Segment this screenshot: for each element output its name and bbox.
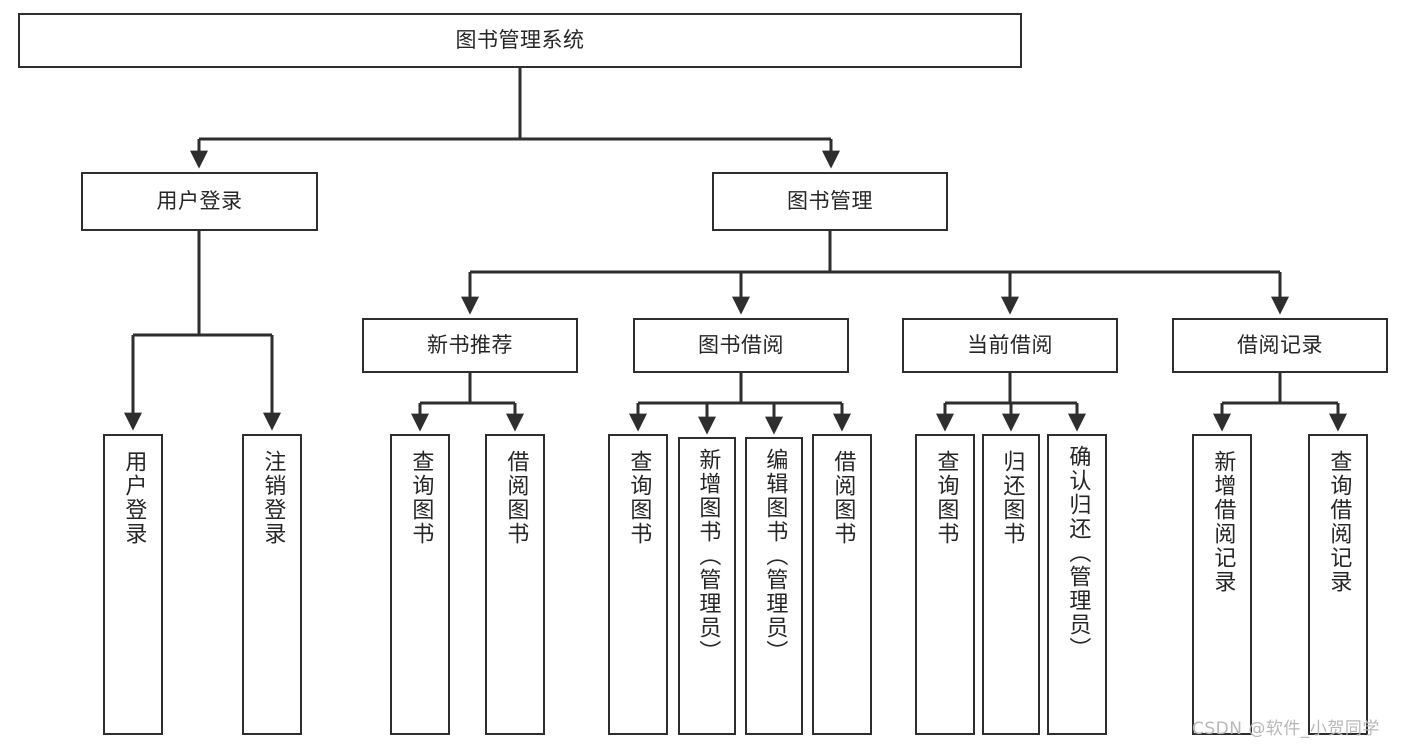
node-user-login[interactable]: 用户登录 [81, 172, 318, 231]
leaf-add-borrow-record[interactable]: 新增借阅记录 [1192, 434, 1252, 735]
node-borrow-record-label: 借阅记录 [1237, 333, 1323, 358]
node-new-book-recommend-label: 新书推荐 [427, 333, 513, 358]
node-user-login-label: 用户登录 [156, 189, 243, 214]
leaf-query-borrow-record[interactable]: 查询借阅记录 [1308, 434, 1368, 735]
csdn-watermark: CSDN @软件_小贺同学 [1192, 719, 1380, 739]
leaf-add-book-admin-label: 新增图书（管理员） [695, 448, 721, 664]
node-root[interactable]: 图书管理系统 [18, 13, 1022, 68]
leaf-borrow-book-recommend-label: 借阅图书 [503, 450, 529, 546]
leaf-query-book-recommend[interactable]: 查询图书 [390, 434, 450, 735]
leaf-edit-book-admin[interactable]: 编辑图书（管理员） [745, 437, 803, 735]
leaf-user-login-label: 用户登录 [121, 450, 147, 546]
leaf-add-book-admin[interactable]: 新增图书（管理员） [678, 437, 736, 735]
node-current-borrow-label: 当前借阅 [967, 333, 1053, 358]
leaf-edit-book-admin-label: 编辑图书（管理员） [762, 448, 788, 664]
leaf-confirm-return-admin[interactable]: 确认归还（管理员） [1047, 434, 1107, 735]
leaf-add-borrow-record-label: 新增借阅记录 [1210, 450, 1236, 594]
leaf-return-book-label: 归还图书 [999, 450, 1025, 546]
node-book-borrow-label: 图书借阅 [698, 333, 784, 358]
leaf-borrow-book-label: 借阅图书 [830, 450, 856, 546]
node-root-label: 图书管理系统 [455, 28, 585, 53]
node-new-book-recommend[interactable]: 新书推荐 [362, 318, 578, 373]
leaf-query-book-current[interactable]: 查询图书 [915, 434, 975, 735]
node-book-management-label: 图书管理 [787, 189, 873, 214]
leaf-borrow-book-recommend[interactable]: 借阅图书 [485, 434, 545, 735]
node-borrow-record[interactable]: 借阅记录 [1172, 318, 1388, 373]
node-book-borrow[interactable]: 图书借阅 [633, 318, 849, 373]
leaf-logout[interactable]: 注销登录 [242, 434, 302, 735]
leaf-query-book-borrow[interactable]: 查询图书 [608, 434, 668, 735]
leaf-query-book-borrow-label: 查询图书 [626, 450, 652, 546]
leaf-return-book[interactable]: 归还图书 [982, 434, 1040, 735]
leaf-user-login[interactable]: 用户登录 [103, 434, 163, 735]
leaf-logout-label: 注销登录 [260, 450, 286, 546]
leaf-confirm-return-admin-label: 确认归还（管理员） [1065, 445, 1091, 661]
leaf-query-borrow-record-label: 查询借阅记录 [1326, 450, 1352, 594]
leaf-borrow-book[interactable]: 借阅图书 [812, 434, 872, 735]
leaf-query-book-recommend-label: 查询图书 [408, 450, 434, 546]
leaf-query-book-current-label: 查询图书 [933, 450, 959, 546]
node-book-management[interactable]: 图书管理 [712, 172, 948, 231]
node-current-borrow[interactable]: 当前借阅 [902, 318, 1118, 373]
